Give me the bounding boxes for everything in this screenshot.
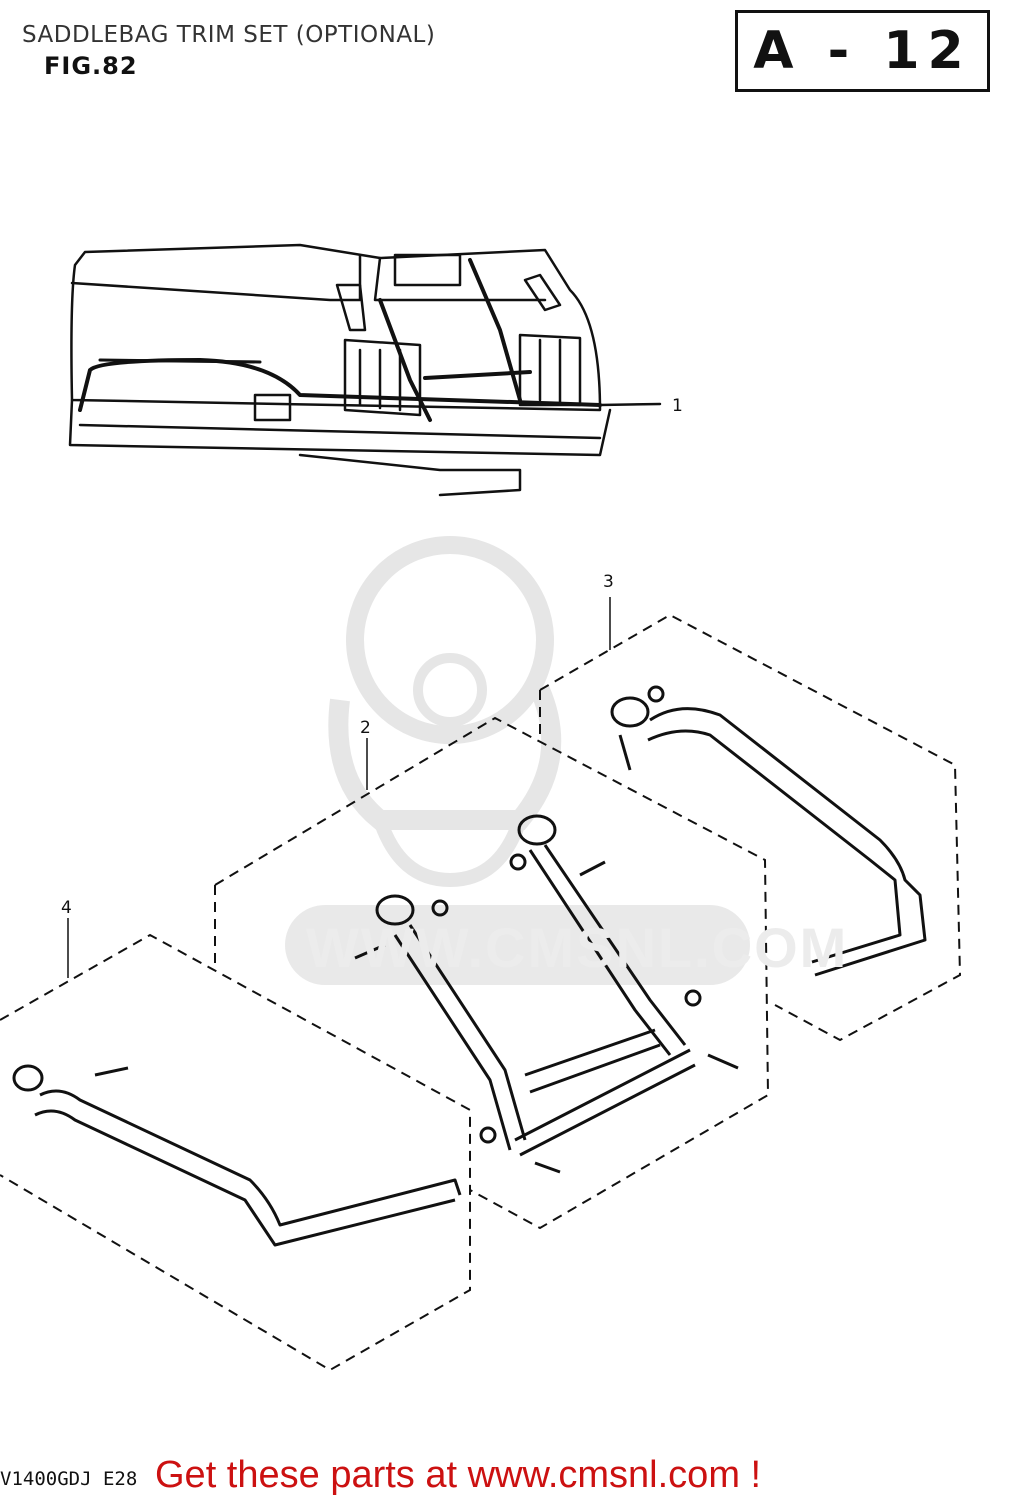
callout-2: 2 <box>360 718 371 738</box>
model-code: V1400GDJ E28 <box>0 1468 138 1490</box>
trim-rail-part-4 <box>12 1064 462 1247</box>
trim-frame-part-2 <box>354 814 739 1174</box>
trim-rail-part-3 <box>610 685 927 977</box>
callout-leaders <box>67 597 611 978</box>
callout-1: 1 <box>672 396 683 416</box>
kit-outline-boxes <box>0 613 962 1372</box>
diagram-title: SADDLEBAG TRIM SET (OPTIONAL) <box>22 22 436 48</box>
page-reference-badge: A - 12 <box>735 10 990 92</box>
callout-4: 4 <box>61 898 72 918</box>
callout-3: 3 <box>603 572 614 592</box>
watermark-logo <box>285 536 750 985</box>
promo-link-text[interactable]: Get these parts at www.cmsnl.com ! <box>155 1454 762 1496</box>
saddlebag-assembly-illustration <box>68 243 662 497</box>
figure-number: FIG.82 <box>44 52 138 80</box>
watermark-site: WWW.CMSNL.COM <box>306 916 849 979</box>
